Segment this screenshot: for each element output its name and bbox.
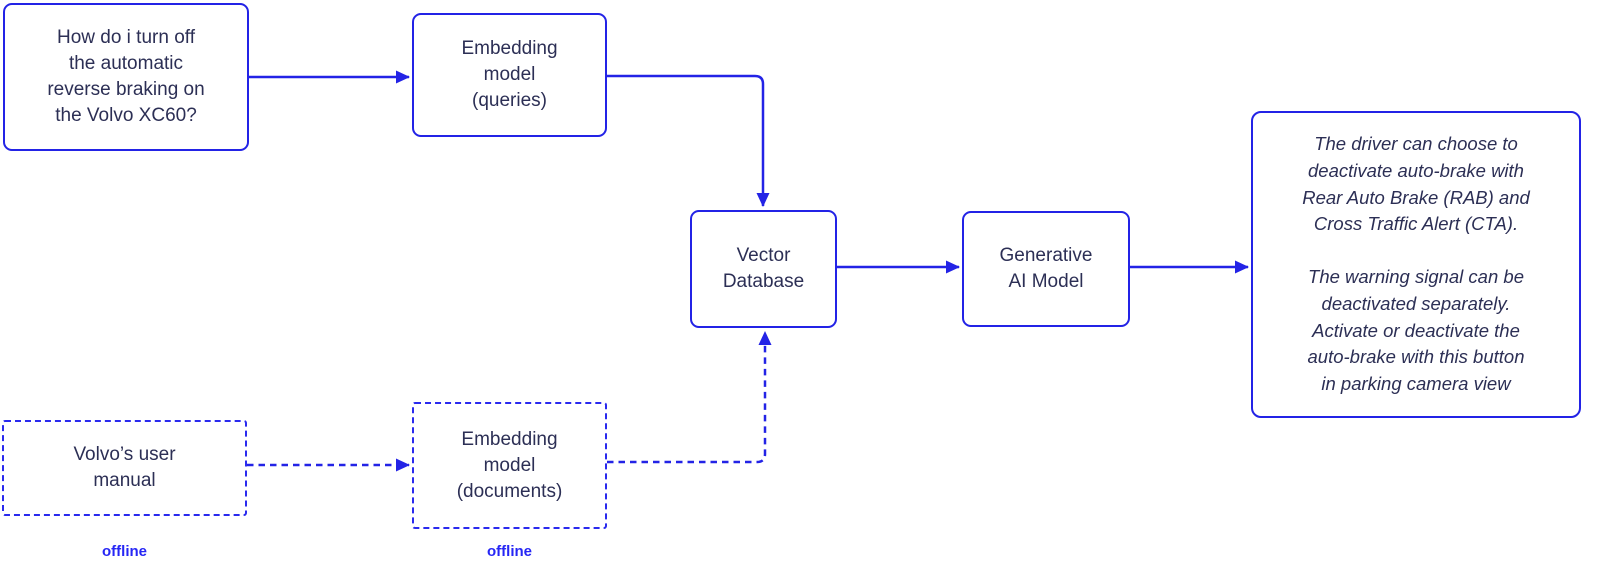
generative-ai-model-node: Generative AI Model xyxy=(962,211,1130,327)
answer-paragraph-2: The warning signal can be deactivated se… xyxy=(1307,266,1525,395)
embedding-model-queries-node: Embedding model (queries) xyxy=(412,13,607,137)
answer-node: The driver can choose to deactivate auto… xyxy=(1251,111,1581,418)
offline-label-user-manual: offline xyxy=(102,543,147,560)
query-node: How do i turn off the automatic reverse … xyxy=(3,3,249,151)
vector-database-node: Vector Database xyxy=(690,210,837,328)
connector-embedding-queries-to-vector-db xyxy=(607,74,770,207)
connector-embedding-documents-to-vector-db xyxy=(607,331,772,464)
embedding-model-documents-node: Embedding model (documents) xyxy=(412,402,607,529)
offline-label-embedding-documents: offline xyxy=(487,543,532,560)
answer-paragraph-1: The driver can choose to deactivate auto… xyxy=(1302,132,1530,235)
user-manual-node: Volvo’s user manual xyxy=(2,420,247,516)
